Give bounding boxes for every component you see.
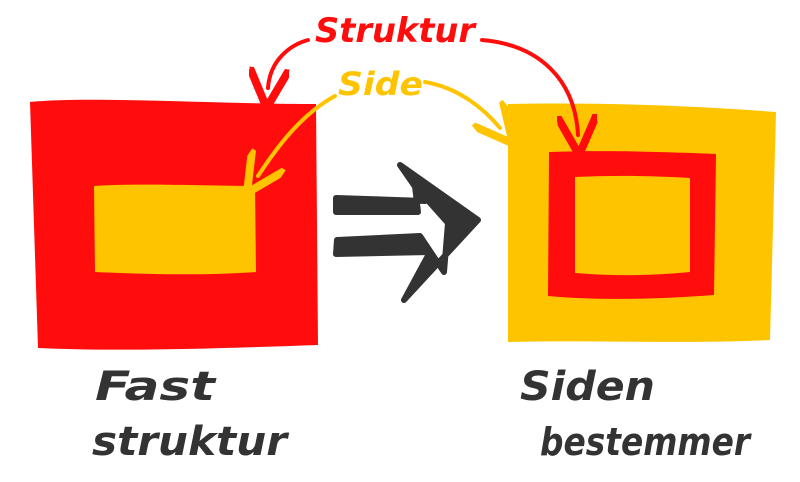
red-arrow-left <box>268 38 310 88</box>
right-caption-line1: Siden <box>520 364 655 410</box>
red-arrow-right <box>480 38 578 135</box>
side-label: Side <box>338 65 423 103</box>
yellow-arrow-left <box>258 94 337 176</box>
right-yellow-center <box>575 175 690 276</box>
left-caption-line1: Fast <box>95 364 217 410</box>
right-caption-line2: bestemmer <box>540 420 752 464</box>
left-caption-line2: struktur <box>92 419 289 465</box>
transform-arrow <box>333 162 481 303</box>
yellow-arrow-right <box>423 80 500 128</box>
struktur-label: Struktur <box>315 11 477 51</box>
left-yellow-inner <box>94 184 256 275</box>
